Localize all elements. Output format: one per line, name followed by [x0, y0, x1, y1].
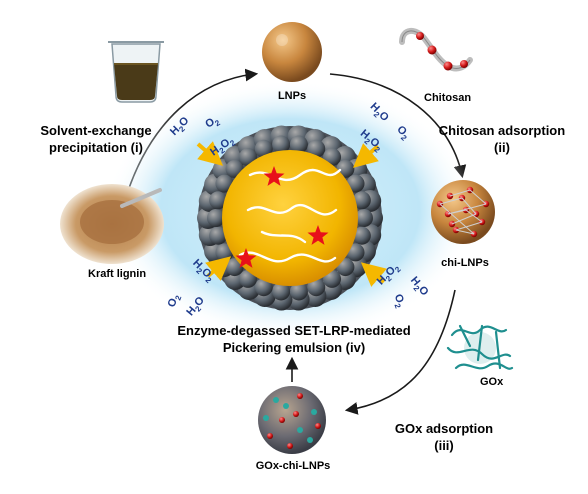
yellow-arrows [196, 141, 387, 287]
label-chi-lnps: chi-LNPs [441, 257, 489, 269]
lnp-sphere-icon [262, 22, 322, 82]
star-icon [263, 166, 285, 186]
step-ii-line2: (ii) [494, 140, 510, 155]
step-iii-line2: (iii) [434, 438, 454, 453]
label-step-iii: GOx adsorption (iii) [388, 420, 500, 454]
step-iv-line2: Pickering emulsion (iv) [222, 340, 366, 355]
label-step-i: Solvent-exchange precipitation (i) [28, 122, 164, 156]
label-kraft-lignin: Kraft lignin [88, 268, 147, 280]
star-icon [307, 225, 329, 245]
chi-lnp-sphere-icon [431, 180, 495, 244]
gox-protein-icon [446, 324, 514, 370]
label-step-iv: Enzyme-degassed SET-LRP-mediated Pickeri… [170, 322, 418, 356]
label-chitosan: Chitosan [424, 92, 472, 104]
step-ii-line1: Chitosan adsorption [438, 123, 566, 138]
step-i-line1: Solvent-exchange [40, 123, 152, 138]
arrow-iii [344, 289, 456, 415]
step-i-line2: precipitation (i) [49, 140, 143, 155]
chitosan-chain-icon [399, 28, 473, 72]
lignin-powder-icon [60, 184, 164, 264]
star-icon [235, 248, 257, 268]
label-step-ii: Chitosan adsorption (ii) [432, 122, 572, 156]
label-gox-chi-lnps: GOx-chi-LNPs [255, 460, 331, 472]
step-iii-line1: GOx adsorption [394, 421, 494, 436]
step-iv-line1: Enzyme-degassed SET-LRP-mediated [177, 323, 411, 338]
beaker-icon [108, 41, 164, 103]
label-gox: GOx [480, 376, 504, 388]
label-lnps: LNPs [277, 90, 307, 102]
gox-chi-lnp-sphere-icon [258, 386, 326, 454]
